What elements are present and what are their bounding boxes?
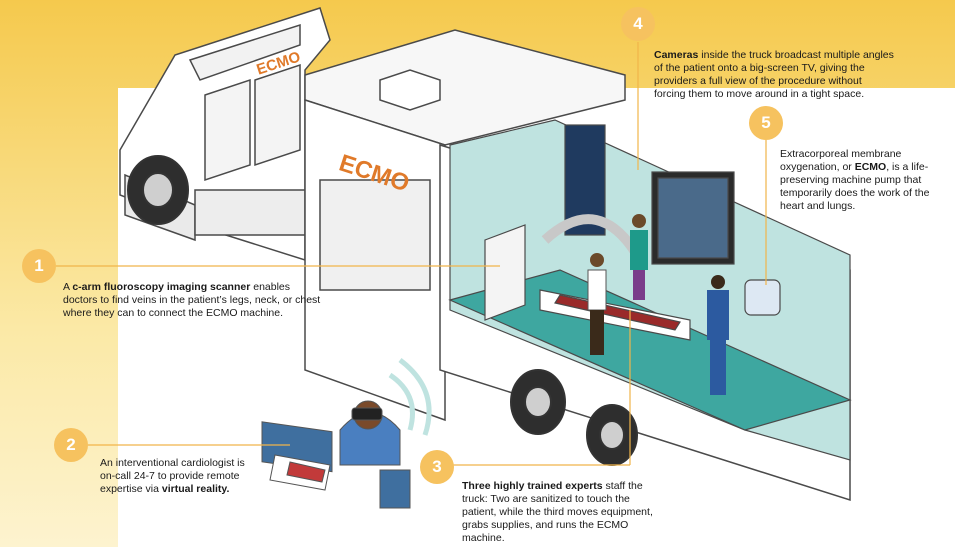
caption-4-bold: Cameras: [654, 49, 699, 61]
vr-cardiologist-scene: [261, 358, 432, 509]
callout-caption-5: Extracorporeal membrane oxygenation, or …: [780, 148, 930, 213]
caption-2-pre: An interventional cardiologist is on-cal…: [100, 457, 245, 495]
cab-wheel: [127, 155, 189, 225]
truck-wheels: [510, 369, 638, 466]
leader-lines: [56, 42, 767, 466]
callout-badge-5: 5: [749, 106, 783, 140]
caption-3-bold: Three highly trained experts: [462, 480, 603, 492]
callout-caption-4: Cameras inside the truck broadcast multi…: [654, 49, 894, 101]
caption-4-post: inside the truck broadcast multiple angl…: [654, 49, 894, 100]
truck-interior: [448, 119, 852, 461]
caption-5-post: , is a life-preserving machine pump that…: [780, 161, 930, 212]
callout-badge-2: 2: [54, 428, 88, 462]
callout-caption-3: Three highly trained experts staff the t…: [462, 480, 667, 545]
callout-badge-1: 1: [22, 249, 56, 283]
callout-badge-4: 4: [621, 7, 655, 41]
callout-caption-2: An interventional cardiologist is on-cal…: [100, 457, 260, 496]
caption-5-bold: ECMO: [854, 161, 887, 173]
callout-badge-3: 3: [420, 450, 454, 484]
caption-2-bold: virtual reality.: [161, 483, 230, 495]
callout-caption-1: A c-arm fluoroscopy imaging scanner enab…: [63, 281, 321, 320]
caption-1-bold: c-arm fluoroscopy imaging scanner: [72, 281, 251, 293]
staff-figures: [587, 214, 729, 395]
caption-5-pre: Extracorporeal membrane oxygenation, or: [780, 148, 902, 173]
caption-1-pre: A: [63, 281, 73, 293]
caption-1-post: enables doctors to find veins in the pat…: [63, 281, 321, 319]
caption-3-post: staff the truck: Two are sanitized to to…: [462, 480, 653, 544]
